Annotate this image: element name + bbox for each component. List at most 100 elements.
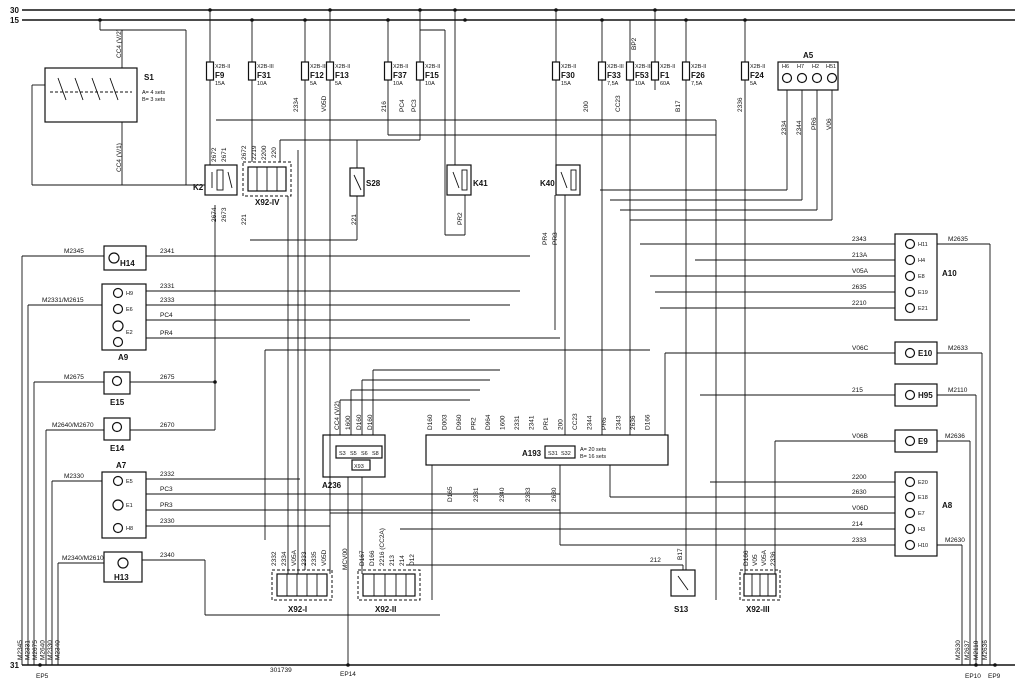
module-h14: H14 [103,245,147,271]
ep14-label: EP14 [340,671,356,678]
e9-label: E9 [918,437,928,446]
x92-ii-label: X92-II [375,605,396,614]
fuse-rating: 10A [257,81,267,87]
wire-pr4-label: PR4 [542,232,549,245]
x92-ii-wire: D167 [359,550,366,566]
a236-part-s6: S6 [361,451,368,457]
e15-label: E15 [110,398,125,407]
svg-text:E18: E18 [918,495,928,501]
fuse-row: F915AX2B-IIF3110AX2B-IIIF125AX2B-IIIF135… [205,10,766,112]
a5-pin-3: H2 [812,64,819,70]
module-e9: E9 [894,429,938,453]
x92-ii-wire: D12 [409,554,416,566]
x92-ii-wire: 213 [389,555,396,566]
wire-2671-label: 2671 [221,147,228,162]
a193-bottom-wire: D165 [447,486,454,502]
interior-wires: MCV00 [209,10,746,665]
wire-pr3b-label: PR3 [160,502,173,509]
bottom-left-wire: M2675 [32,640,39,660]
wire-221b-label: 221 [351,214,358,225]
wire-2333b-label: 2333 [852,537,867,544]
svg-text:E6: E6 [126,307,133,313]
wire-pc4-label: PC4 [160,312,173,319]
wire-2672b-label: 2672 [241,145,248,160]
e10-label: E10 [918,349,933,358]
wire-v06-label: V06 [826,118,833,130]
ep9-label: EP9 [988,673,1001,680]
wire-221a-label: 221 [241,214,248,225]
wire-2670-label: 2670 [160,422,175,429]
a193-label: A193 [522,449,542,458]
bottom-right-wire: M2637 [964,640,971,660]
relay-k41: K41 PR2 [446,164,488,225]
a193-top-wire: CC23 [572,413,579,430]
s1-label: S1 [144,73,154,82]
a193-part-s31: S31 [548,451,558,457]
a5-pin-4: H51 [826,64,836,70]
fuse-wire-label: 200 [583,101,590,112]
a193-note-a: A= 20 sets [580,447,606,453]
rail-15-label: 15 [10,16,19,25]
wire-2334b-label: 2334 [781,120,788,135]
module-e15: E15 [103,371,131,407]
x92-iii-wire: D166 [743,550,750,566]
wire-2210-label: 2210 [852,300,867,307]
wire-2672-label: 2672 [211,147,218,162]
fuse-name: F31 [257,71,271,80]
fuse-name: F9 [215,71,225,80]
x92-i-wire: 2334 [281,551,288,566]
x92-i-wire: 2332 [271,551,278,566]
a193-top-wire: PR1 [543,417,550,430]
x92-iii-wire: V05A [761,549,768,566]
wire-2333-label: 2333 [160,297,175,304]
a193-top-wire: PR6 [601,417,608,430]
module-e14: E14 [103,417,131,453]
fuse-rating: 10A [425,81,435,87]
svg-text:E2: E2 [126,330,133,336]
fuse-wire-label: PC3 [411,99,418,112]
wire-m2330-label: M2330 [64,473,84,480]
fuse-rating: 15A [561,81,571,87]
svg-text:H9: H9 [126,291,133,297]
h14-label: H14 [120,259,135,268]
x92-ii-wire: 214 [399,555,406,566]
bottom-left-wire: M2330 [47,640,54,660]
k40-label: K40 [540,179,555,188]
a193-top-wire: 2331 [514,415,521,430]
wire-m2640-label: M2640/M2670 [52,422,94,429]
doc-number: 301739 [270,667,292,674]
x92-iv-label: X92-IV [255,198,280,207]
bottom-left-wire: M2340 [55,640,62,660]
module-h13: H13 [103,551,143,583]
a193-top-wire: D960 [456,414,463,430]
rail-30-label: 30 [10,6,19,15]
wire-m2675-label: M2675 [64,374,84,381]
connector-a5: A5 H6 H7 H2 H51 2334 2344 PR6 V06 [600,51,839,221]
k2-label: K2 [193,183,204,192]
h95-label: H95 [918,391,933,400]
rail-31-label: 31 [10,661,19,670]
x92-iii-wire: V05 [752,554,759,566]
fuse-tag: X2B-II [750,64,766,70]
fuse-wire-label: 216 [381,101,388,112]
wire-v05a-label: V05A [852,268,869,275]
a5-pin-2: H7 [797,64,804,70]
fuse-wire-label: CC23 [615,95,622,112]
fuse-rating: 7,5A [691,81,703,87]
fuse-name: F30 [561,71,575,80]
wire-2332-label: 2332 [160,471,175,478]
fuse-tag: X2B-II [660,64,676,70]
fuse-tag: X2B-III [607,64,624,70]
wire-pc3-label: PC3 [160,486,173,493]
